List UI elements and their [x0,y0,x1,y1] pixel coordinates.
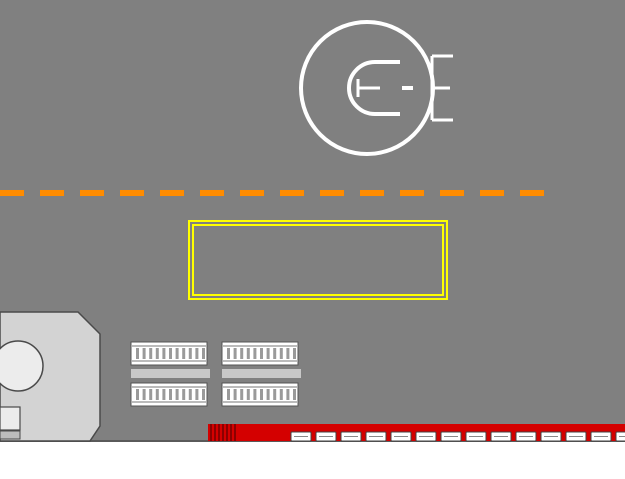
lane-dash [80,190,104,196]
lane-dash [160,190,184,196]
lane-dash [120,190,144,196]
barrier-rail-icon[interactable] [208,424,625,442]
vent-grille-icon[interactable] [130,382,208,407]
generator-panel [0,406,21,431]
landing-zone[interactable] [188,220,448,300]
vent-divider-left [131,369,210,378]
barrier-stripes [210,424,236,441]
vent-grille-icon[interactable] [221,382,299,407]
vent-divider-right [222,369,301,378]
lane-dash [240,190,264,196]
lane-dash [520,190,544,196]
generator-icon[interactable] [0,311,101,442]
lane-dash [360,190,384,196]
vent-grille-icon[interactable] [130,341,208,366]
helipad-h-marking [356,79,380,97]
lane-dash [320,190,344,196]
lane-divider [0,190,544,196]
lane-dash [200,190,224,196]
lane-dash [280,190,304,196]
lane-dash [40,190,64,196]
lane-dash [440,190,464,196]
lane-dash [0,190,24,196]
barrier-links [290,431,625,442]
vent-grille-group [130,341,301,407]
lane-dash [480,190,504,196]
lane-dash [400,190,424,196]
vent-grille-icon[interactable] [221,341,299,366]
generator-wheel [0,340,44,392]
helipad-icon[interactable] [299,20,453,156]
